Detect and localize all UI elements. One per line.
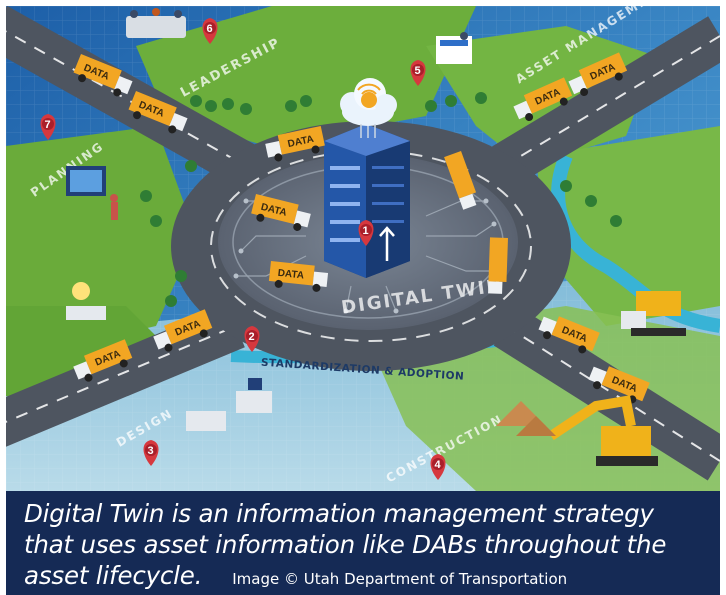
data-truck: DATA: [128, 91, 188, 134]
data-truck: DATA: [73, 54, 133, 97]
data-truck: DATA: [513, 77, 573, 122]
bulldozer-scene: [621, 291, 686, 336]
pin-marker-3: 3: [143, 440, 159, 466]
pin-marker-7: 7: [40, 114, 56, 140]
caption-text: Digital Twin is an information managemen…: [24, 498, 710, 595]
data-truck: DATA: [568, 52, 628, 97]
caption-main-text: Digital Twin is an information managemen…: [24, 499, 667, 590]
leadership-meeting-scene: [126, 8, 186, 38]
svg-text:DATA: DATA: [287, 134, 315, 150]
pin-marker-2: 2: [244, 326, 260, 352]
data-truck: [444, 151, 477, 210]
pin-marker-5: 5: [410, 60, 426, 86]
planning-screen-scene: [66, 166, 118, 220]
svg-text:1: 1: [363, 225, 369, 237]
data-truck: DATA: [153, 309, 213, 352]
digital-twin-illustration: DIGITAL TWIN STANDARDIZATION & ADOPTION …: [6, 6, 720, 491]
design-workstation-scene: [186, 378, 272, 431]
data-truck: DATA: [73, 339, 133, 382]
svg-text:5: 5: [415, 65, 421, 77]
asset-dashboard-scene: [436, 32, 472, 64]
pin-marker-4: 4: [430, 454, 446, 480]
pin-marker-1: 1: [358, 220, 374, 246]
data-truck: DATA: [265, 125, 325, 162]
data-truck: DATA: [588, 366, 650, 404]
data-truck: DATA: [251, 194, 311, 231]
svg-text:2: 2: [249, 331, 255, 343]
svg-text:3: 3: [148, 445, 154, 457]
data-truck: DATA: [268, 261, 329, 292]
data-truck: DATA: [538, 316, 600, 354]
construction-excavator-scene: [496, 395, 658, 466]
pin-marker-6: 6: [202, 18, 218, 44]
svg-text:6: 6: [207, 23, 213, 35]
idea-lightbulb-scene: [66, 282, 106, 320]
caption-bar: Digital Twin is an information managemen…: [6, 491, 720, 595]
svg-text:4: 4: [435, 459, 442, 471]
image-credit: Image © Utah Department of Transportatio…: [232, 570, 568, 588]
data-truck: [488, 237, 508, 294]
svg-text:DATA: DATA: [277, 268, 304, 282]
svg-text:7: 7: [45, 119, 51, 131]
